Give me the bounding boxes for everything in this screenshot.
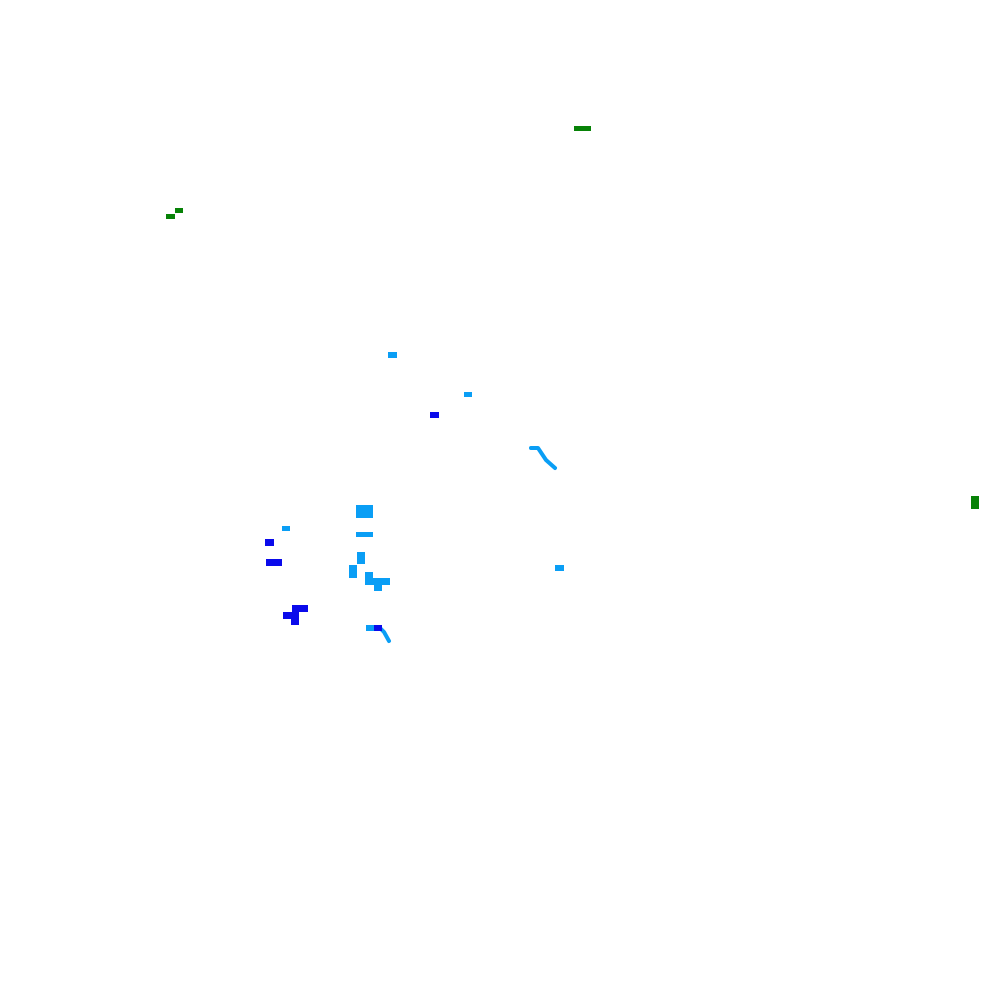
water-patch (464, 392, 472, 397)
water-patch (356, 505, 373, 518)
deep-water-patch (266, 559, 282, 566)
light-water-features (282, 352, 564, 643)
water-patch (356, 532, 373, 537)
water-patch (366, 625, 375, 631)
water-patch (357, 552, 365, 564)
water-patch (373, 578, 390, 585)
water-patch (374, 585, 382, 591)
vegetation-features (166, 126, 979, 509)
deep-water-patch (265, 539, 274, 546)
water-patch (282, 526, 290, 531)
deep-water-patch (292, 605, 308, 612)
water-stream (529, 446, 557, 470)
deep-water-patch (374, 625, 382, 631)
deep-water-patch (430, 412, 439, 418)
vegetation-patch-left-b (166, 214, 175, 219)
vegetation-patch-right (971, 496, 979, 509)
vegetation-patch-top (574, 126, 591, 131)
vegetation-patch-left-a (175, 208, 183, 213)
deep-water-patch (283, 612, 299, 619)
water-patch (365, 572, 373, 585)
water-patch (349, 565, 357, 578)
water-patch (555, 565, 564, 571)
dark-water-features (265, 412, 439, 631)
water-patch (388, 352, 397, 358)
deep-water-patch (291, 618, 299, 625)
